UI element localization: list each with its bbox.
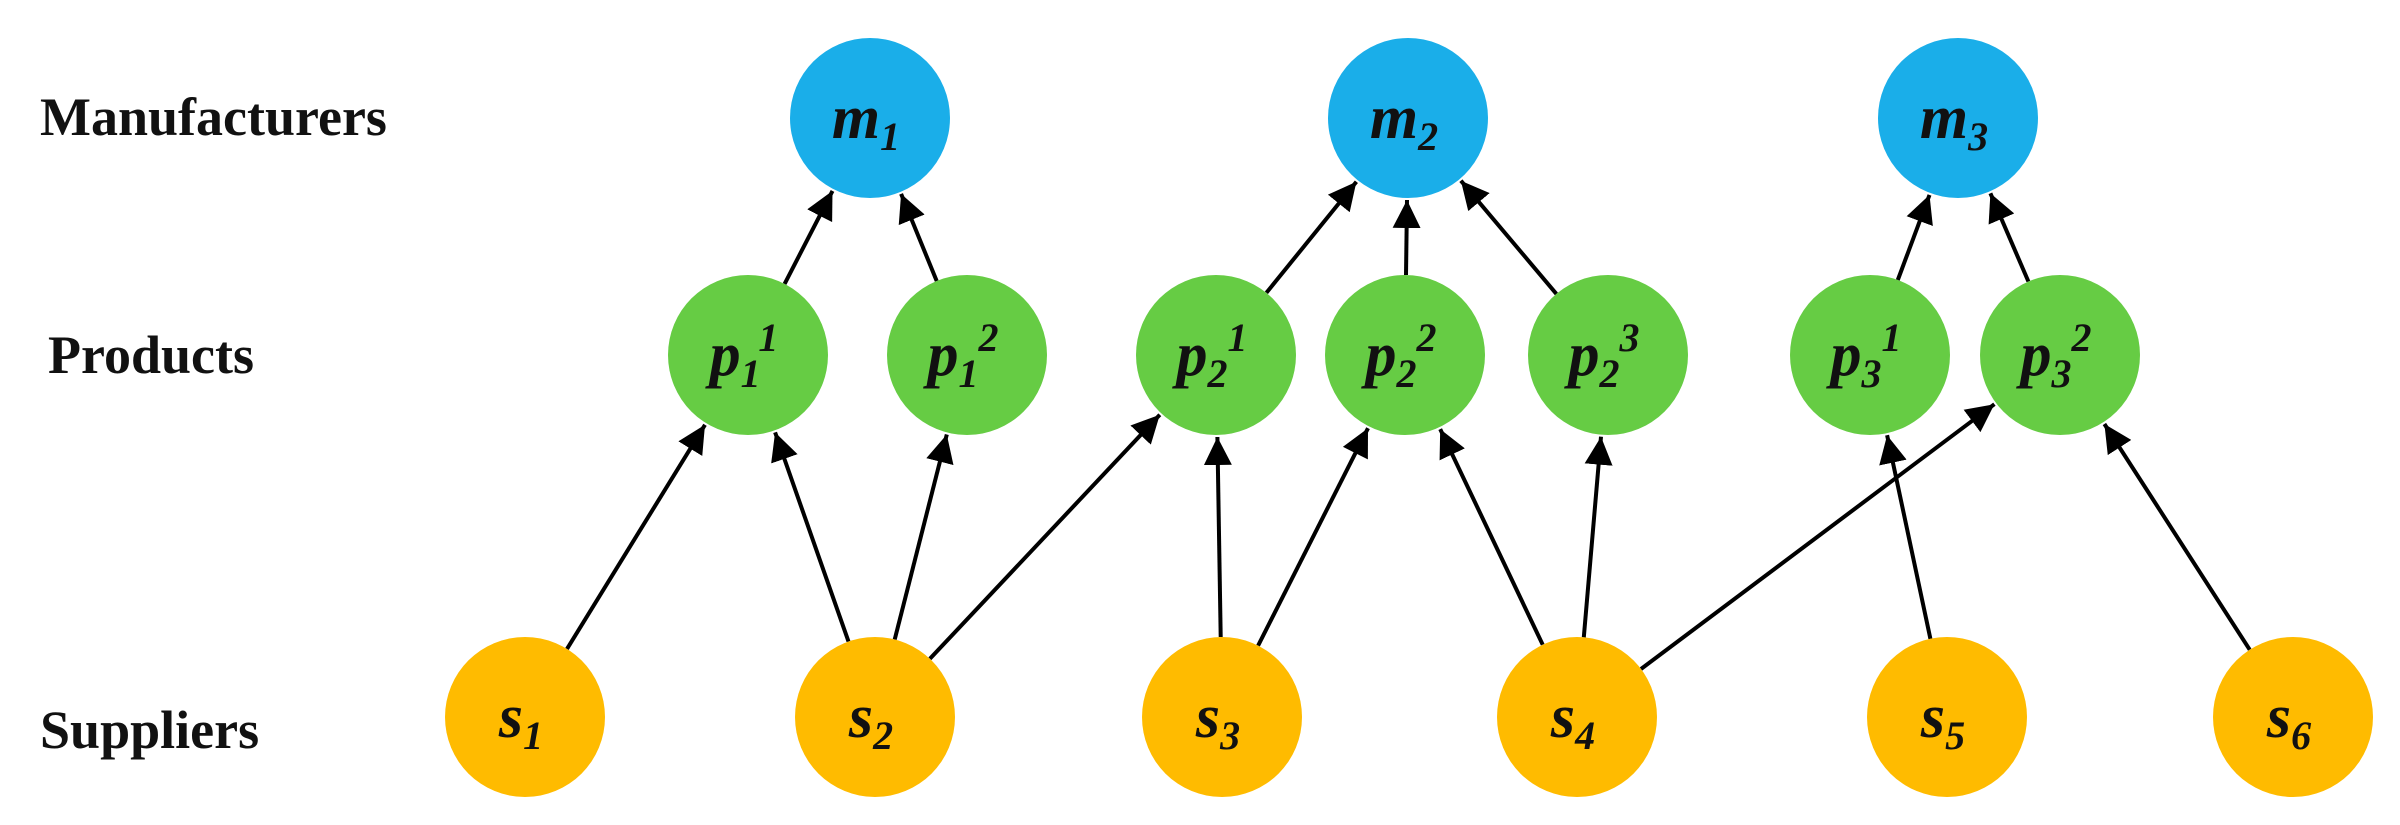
product-node-p2_2: p22 [1325,275,1485,435]
edge-s6-to-p3_2 [2102,422,2252,651]
edge-s2-to-p1_1 [771,431,851,643]
product-label: p22 [1361,315,1437,396]
edge-p3_2-to-m3 [1988,192,2031,283]
product-circle [1980,275,2140,435]
edge-p3_1-to-m3 [1895,194,1933,281]
edge-s3-to-p2_2 [1256,427,1370,647]
product-label: p31 [1826,315,1902,396]
edge-s2-to-p1_2 [892,434,954,640]
manufacturer-node-m3: m3 [1878,38,2038,198]
row-label-products: Products [48,325,254,385]
edges-layer [565,179,2252,671]
supplier-node-s1: s1 [445,637,605,797]
manufacturer-circle [1328,38,1488,198]
supplier-circle [1142,637,1302,797]
product-circle [1325,275,1485,435]
edge-s3-to-p2_1 [1203,436,1232,638]
edge-p2_2-to-m2 [1392,199,1421,276]
supplier-node-s6: s6 [2213,637,2373,797]
manufacturer-label: m3 [1920,84,1988,159]
supplier-label: s1 [498,683,543,758]
product-circle [1528,275,1688,435]
edge-p1_2-to-m1 [898,193,939,282]
product-label: p32 [2016,315,2092,396]
product-circle [668,275,828,435]
edge-s4-to-p2_2 [1438,428,1545,646]
product-node-p2_3: p23 [1528,275,1688,435]
manufacturer-node-m1: m1 [790,38,950,198]
product-label: p23 [1564,315,1640,396]
product-label: p12 [923,315,999,396]
product-node-p1_1: p11 [668,275,828,435]
manufacturer-circle [790,38,950,198]
edge-s5-to-p3_1 [1879,434,1933,640]
product-node-p3_1: p31 [1790,275,1950,435]
product-label: p21 [1172,315,1248,396]
supplier-label: s3 [1195,683,1240,758]
supplier-label: s4 [1550,683,1595,758]
product-label: p11 [705,315,779,396]
supplier-circle [1497,637,1657,797]
supplier-node-s3: s3 [1142,637,1302,797]
edge-s4-to-p2_3 [1581,436,1613,638]
nodes-layer: m1 m2 m3 p11 p12 p21 p22 p23 p31 p32 s1 s2 s3 s4 s5 s6 [445,38,2373,797]
product-node-p1_2: p12 [887,275,1047,435]
edge-p2_3-to-m2 [1459,179,1558,296]
product-circle [1790,275,1950,435]
product-circle [1136,275,1296,435]
supplier-circle [795,637,955,797]
supplier-label: s5 [1920,683,1965,758]
manufacturer-node-m2: m2 [1328,38,1488,198]
supplier-node-s2: s2 [795,637,955,797]
product-node-p3_2: p32 [1980,275,2140,435]
manufacturer-label: m1 [832,84,900,159]
supplier-circle [445,637,605,797]
supplier-label: s6 [2266,683,2311,758]
edge-p2_1-to-m2 [1264,180,1358,295]
edge-s4-to-p3_2 [1639,402,1996,671]
edge-p1_1-to-m1 [782,189,835,285]
product-circle [887,275,1047,435]
product-node-p2_1: p21 [1136,275,1296,435]
supplier-node-s5: s5 [1867,637,2027,797]
supplier-circle [1867,637,2027,797]
supplier-circle [2213,637,2373,797]
manufacturer-circle [1878,38,2038,198]
row-label-manufacturers: Manufacturers [40,87,387,147]
supplier-label: s2 [848,683,893,758]
manufacturer-label: m2 [1370,84,1438,159]
row-label-suppliers: Suppliers [40,700,259,760]
edge-s1-to-p1_1 [565,423,707,650]
edge-s2-to-p2_1 [928,413,1162,661]
supplier-node-s4: s4 [1497,637,1657,797]
